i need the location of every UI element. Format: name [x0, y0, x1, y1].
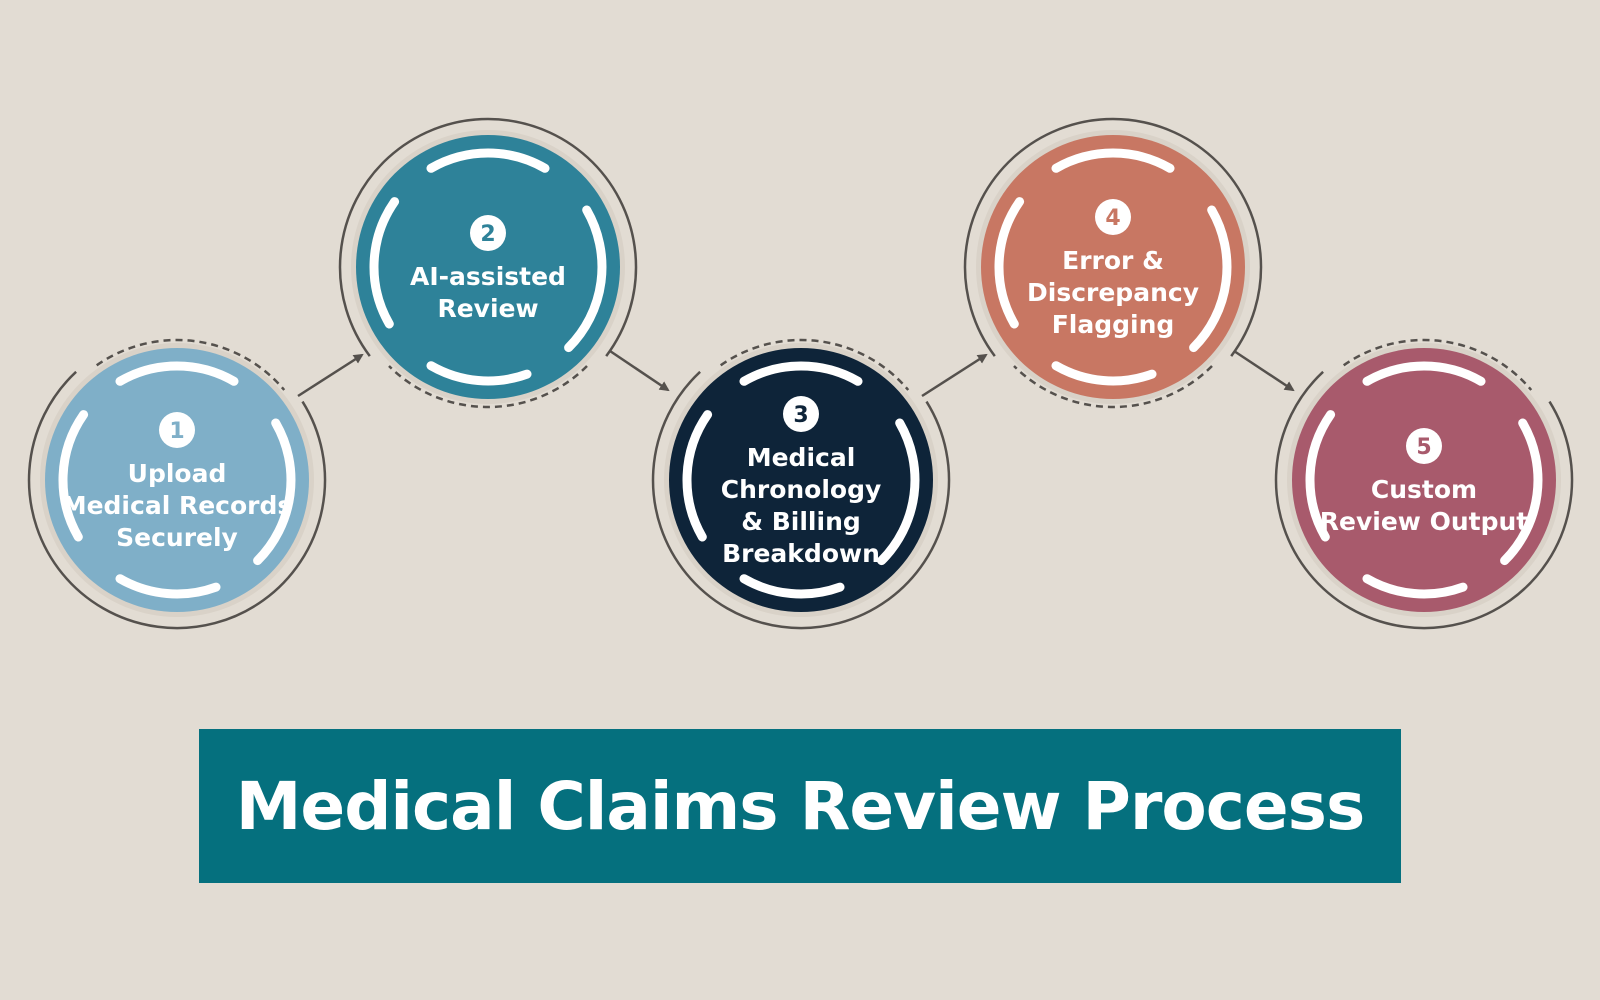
- white-arc: [115, 574, 221, 599]
- step-number-badge: [1095, 199, 1131, 235]
- step-label-line: Review: [437, 294, 538, 323]
- step-number: 4: [1105, 206, 1120, 231]
- step-circle: [45, 348, 309, 612]
- dashed-ring: [1342, 338, 1533, 391]
- step-number: 3: [793, 403, 808, 428]
- step-label-line: Medical: [747, 443, 856, 472]
- arrow-1-to-2: [297, 353, 364, 398]
- white-arc: [994, 197, 1025, 329]
- step-label-line: Chronology: [721, 475, 882, 504]
- diagram-title: Medical Claims Review Process: [235, 767, 1365, 845]
- step-number-badge: [159, 412, 195, 448]
- step-label-line: & Billing: [741, 507, 861, 536]
- step-number-badge: [1406, 428, 1442, 464]
- white-arc: [1362, 361, 1486, 386]
- white-arc: [1051, 361, 1157, 386]
- step-circle: [1292, 348, 1556, 612]
- white-arc: [115, 361, 239, 386]
- white-arc: [682, 410, 713, 542]
- outer-ring: [338, 117, 638, 357]
- arrow-2-to-3: [609, 349, 670, 392]
- step-number: 2: [480, 222, 495, 247]
- step-circle: [356, 135, 620, 399]
- white-arc: [1362, 574, 1468, 599]
- white-arc: [1051, 148, 1175, 173]
- title-banner: Medical Claims Review Process: [199, 729, 1401, 883]
- white-arc: [739, 574, 845, 599]
- step-label-line: Upload: [128, 459, 227, 488]
- white-arc: [564, 205, 607, 353]
- white-arc: [253, 418, 296, 566]
- dashed-ring: [95, 338, 286, 391]
- white-arc: [426, 148, 550, 173]
- step-number: 5: [1416, 435, 1431, 460]
- outer-ring: [27, 370, 327, 630]
- white-arc: [426, 361, 532, 386]
- step-number: 1: [169, 419, 184, 444]
- step-label-line: Error &: [1062, 246, 1164, 275]
- step-label-line: Custom: [1371, 475, 1477, 504]
- arrow-3-to-4: [921, 353, 988, 398]
- dashed-ring: [1013, 365, 1213, 409]
- dashed-ring: [388, 365, 588, 409]
- white-arc: [1500, 418, 1543, 566]
- outer-ring: [651, 370, 951, 630]
- white-arc: [739, 361, 863, 386]
- step-circle: [669, 348, 933, 612]
- step-label-line: Securely: [116, 523, 238, 552]
- step-number-badge: [783, 396, 819, 432]
- white-arc: [1189, 205, 1232, 353]
- step-label-line: Medical Records: [62, 491, 293, 520]
- dashed-ring: [719, 338, 910, 391]
- white-arc: [1305, 410, 1336, 542]
- step-circle: [981, 135, 1245, 399]
- step-label-line: Discrepancy: [1027, 278, 1199, 307]
- outer-ring: [963, 117, 1263, 357]
- white-arc: [58, 410, 89, 542]
- arrow-4-to-5: [1233, 349, 1295, 392]
- step-label-line: Review Output: [1320, 507, 1529, 536]
- white-arc: [877, 418, 920, 566]
- step-number-badge: [470, 215, 506, 251]
- step-label-line: Breakdown: [722, 539, 880, 568]
- step-label-line: AI-assisted: [410, 262, 566, 291]
- step-label-line: Flagging: [1052, 310, 1175, 339]
- outer-ring: [1274, 370, 1574, 630]
- white-arc: [369, 197, 400, 329]
